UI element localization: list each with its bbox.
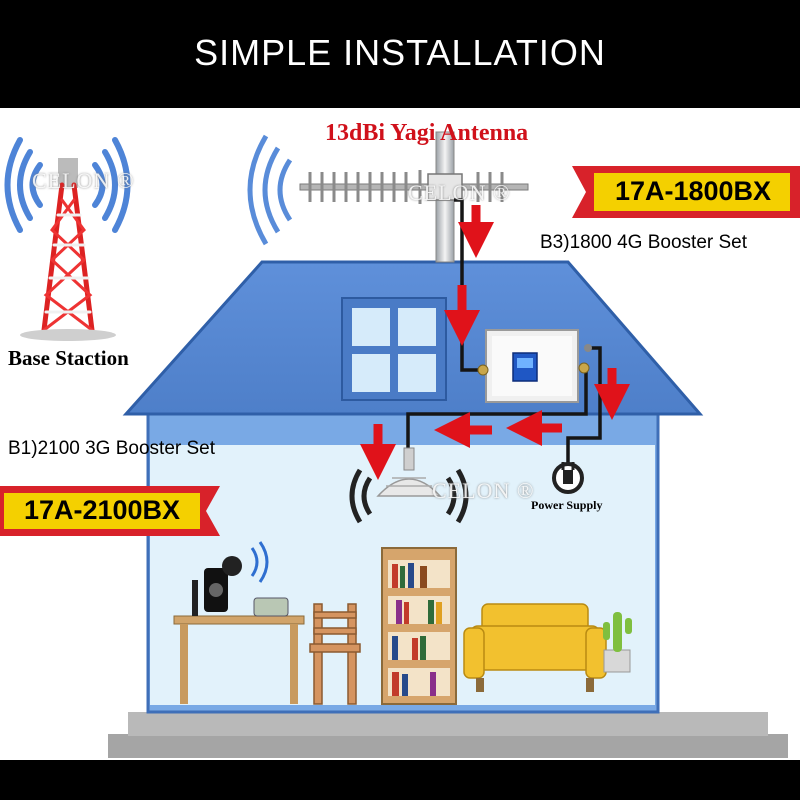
bookshelf xyxy=(381,547,457,705)
base-station-tower xyxy=(4,137,131,341)
power-supply xyxy=(552,462,584,494)
watermark-indoor: CELON ® xyxy=(432,478,535,503)
booster-unit xyxy=(477,329,592,403)
page-title: SIMPLE INSTALLATION xyxy=(194,32,606,73)
badge-2100-text: 17A-2100BX xyxy=(23,495,181,525)
set-2100-label: B1)2100 3G Booster Set xyxy=(8,438,216,459)
indoor-ceiling-antenna xyxy=(349,447,469,524)
yagi-antenna xyxy=(247,131,529,263)
chair xyxy=(309,603,361,705)
cactus-plant xyxy=(603,612,632,673)
signal-flow-arrows xyxy=(360,205,630,480)
step-lower xyxy=(108,734,788,758)
badge-1800-text: 17A-1800BX xyxy=(614,176,772,206)
watermark-antenna: CELON ® xyxy=(408,180,511,205)
footer-bar xyxy=(0,760,800,800)
badge-1800-shape xyxy=(572,166,800,218)
header-bar: SIMPLE INSTALLATION xyxy=(0,0,800,108)
watermark-tower: CELON ® xyxy=(32,168,135,193)
desk xyxy=(173,580,305,704)
phone-in-hand xyxy=(204,541,269,612)
attic-window xyxy=(341,297,447,401)
base-station-label: Base Staction xyxy=(8,346,129,370)
set-1800-label: B3)1800 4G Booster Set xyxy=(540,232,748,253)
model-badge-2100: 17A-2100BX xyxy=(0,486,220,536)
power-supply-label: Power Supply xyxy=(531,498,603,512)
step-upper xyxy=(128,712,768,736)
badge-2100-shape xyxy=(0,486,220,536)
sofa xyxy=(463,603,607,692)
antenna-title: 13dBi Yagi Antenna xyxy=(325,120,529,146)
model-badge-1800: 17A-1800BX xyxy=(572,166,800,218)
